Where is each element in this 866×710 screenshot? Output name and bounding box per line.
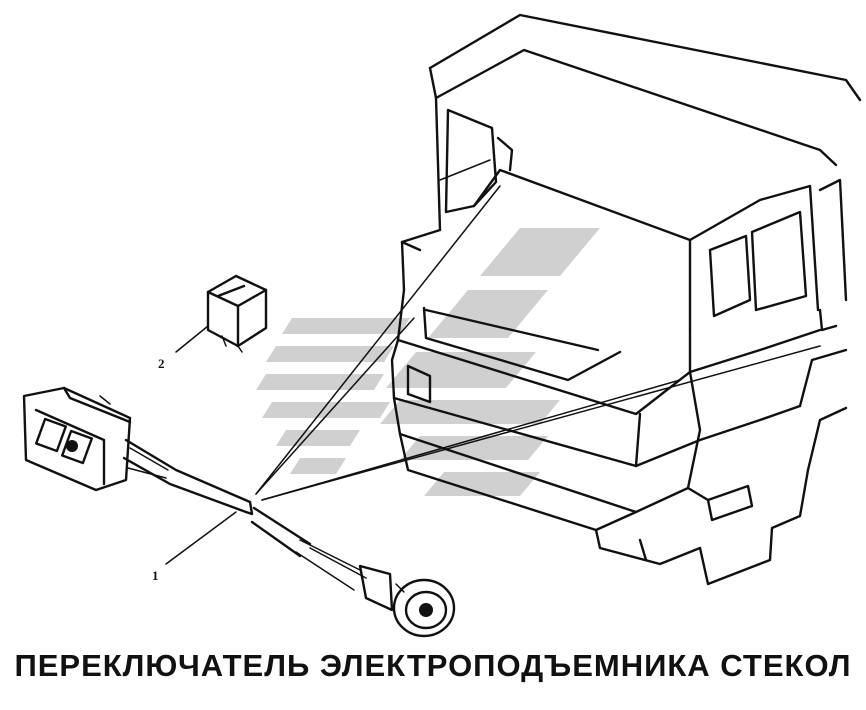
callout-leader-1 bbox=[165, 511, 237, 565]
watermark-logo bbox=[256, 228, 600, 496]
window-lifter-switch bbox=[22, 386, 456, 638]
leader-lines bbox=[255, 185, 821, 501]
callout-leader-2 bbox=[175, 325, 209, 353]
relay-part bbox=[206, 274, 268, 353]
truck-cab-illustration bbox=[390, 13, 862, 586]
callout-label-1: 1 bbox=[152, 568, 159, 583]
callout-label-2: 2 bbox=[158, 356, 165, 371]
diagram-caption: ПЕРЕКЛЮЧАТЕЛЬ ЭЛЕКТРОПОДЪЕМНИКА СТЕКОЛ bbox=[14, 648, 852, 683]
